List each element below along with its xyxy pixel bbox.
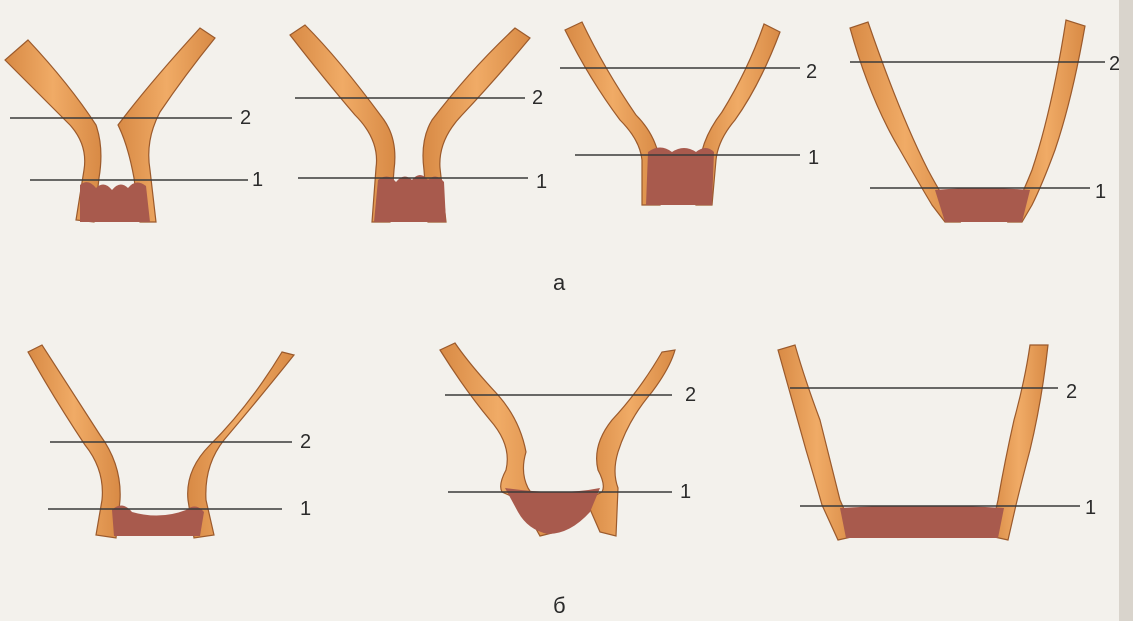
panel-b2: 2 1 xyxy=(440,343,696,536)
canal-fill xyxy=(935,188,1030,222)
level-label-1: 1 xyxy=(808,147,819,169)
group-label-bottom: б xyxy=(553,593,566,618)
level-label-2: 2 xyxy=(1066,381,1077,403)
level-label-1: 1 xyxy=(1085,497,1096,519)
level-label-2: 2 xyxy=(806,61,817,83)
level-label-1: 1 xyxy=(300,498,311,520)
panel-b3: 2 1 xyxy=(778,345,1096,540)
uterine-wall-right xyxy=(188,352,294,538)
group-label-top: а xyxy=(553,270,566,295)
canal-fill xyxy=(112,505,204,536)
canal-fill xyxy=(374,175,446,222)
level-label-2: 2 xyxy=(532,87,543,109)
level-label-2: 2 xyxy=(300,431,311,453)
level-label-1: 1 xyxy=(536,171,547,193)
page-edge-strip xyxy=(1119,0,1133,621)
canal-fill xyxy=(505,488,600,534)
panel-a2: 2 1 xyxy=(290,25,547,222)
panel-a1: 2 1 xyxy=(5,28,263,222)
canal-fill xyxy=(840,506,1004,539)
panel-a3: 2 1 xyxy=(560,22,819,205)
level-label-1: 1 xyxy=(1095,181,1106,203)
level-label-2: 2 xyxy=(240,107,251,129)
level-label-2: 2 xyxy=(685,384,696,406)
level-label-1: 1 xyxy=(680,481,691,503)
panel-a4: 2 1 xyxy=(850,20,1120,222)
level-label-1: 1 xyxy=(252,169,263,191)
uterine-wall-right xyxy=(586,350,675,536)
canal-fill xyxy=(646,148,714,206)
panel-b1: 2 1 xyxy=(28,345,311,538)
uterine-wall-left xyxy=(565,22,660,205)
canal-fill xyxy=(80,182,150,222)
